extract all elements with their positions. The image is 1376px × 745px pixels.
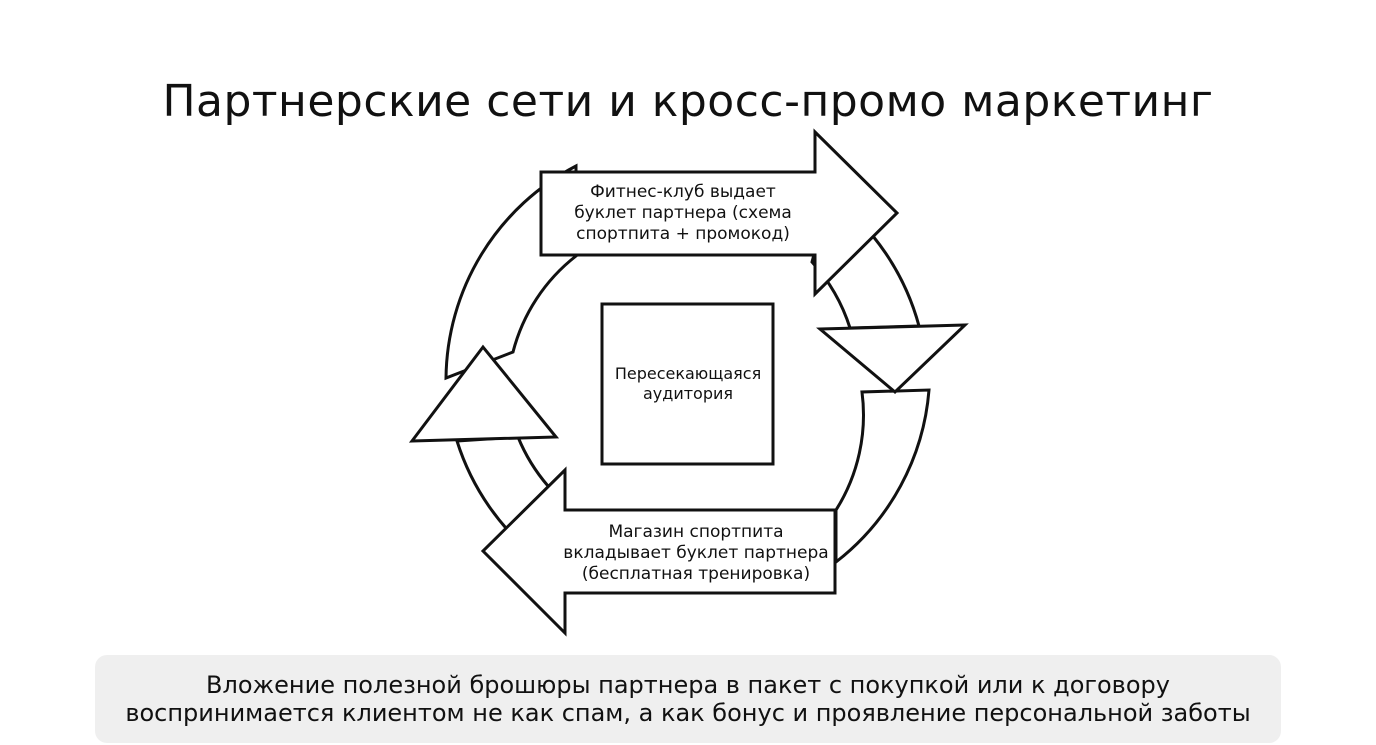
- top-arrow: [539, 128, 900, 298]
- note-line: воспринимается клиентом не как спам, а к…: [125, 699, 1251, 727]
- note-box: Вложение полезной брошюры партнера в пак…: [95, 655, 1281, 743]
- bottom-arrow-label-line: (бесплатная тренировка): [581, 564, 811, 584]
- top-arrow-label-line: Фитнес-клуб выдает: [590, 182, 776, 202]
- center-label: Пересекающаяся аудитория: [604, 364, 772, 404]
- bottom-arrow: [480, 466, 837, 637]
- center-label-line: аудитория: [642, 384, 734, 403]
- bottom-arrow-label-line: Магазин спортпита: [608, 522, 784, 542]
- center-label-line: Пересекающаяся: [614, 364, 762, 383]
- ring-segment-lower-right: [834, 388, 931, 566]
- top-arrow-label-line: спортпита + промокод): [576, 224, 790, 244]
- top-arrow-label-line: буклет партнера (схема: [574, 203, 792, 223]
- right-arrowhead: [816, 323, 969, 395]
- note-line: Вложение полезной брошюры партнера в пак…: [206, 671, 1170, 699]
- top-arrow-label: Фитнес-клуб выдает буклет партнера (схем…: [548, 182, 818, 245]
- bottom-arrow-label: Магазин спортпита вкладывает буклет парт…: [560, 522, 832, 585]
- left-arrowhead: [408, 344, 560, 443]
- page-title: Партнерские сети и кросс-промо маркетинг: [162, 76, 1214, 127]
- bottom-arrow-label-line: вкладывает буклет партнера: [563, 543, 829, 563]
- center-square: [600, 302, 775, 466]
